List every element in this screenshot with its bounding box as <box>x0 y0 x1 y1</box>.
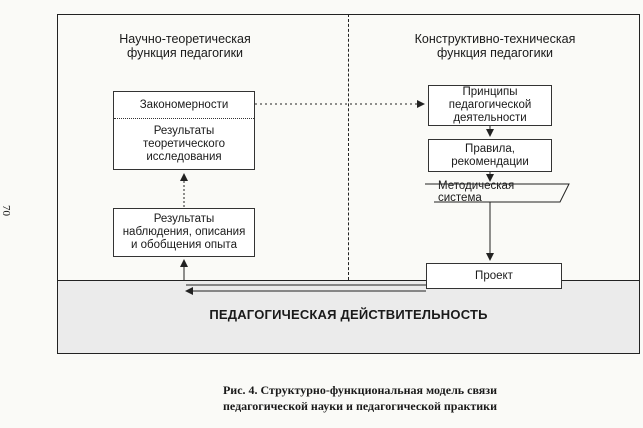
reality-label: ПЕДАГОГИЧЕСКАЯ ДЕЙСТВИТЕЛЬНОСТЬ <box>209 307 488 322</box>
figure-caption: Рис. 4. Структурно-функциональная модель… <box>222 383 498 413</box>
observation-results-box: Результаты наблюдения, описания и обобще… <box>113 208 255 257</box>
right-column-title: Конструктивно-техническая функция педаго… <box>414 32 576 60</box>
reality-band <box>57 280 640 354</box>
rules-box: Правила, рекомендации <box>428 139 552 172</box>
column-divider <box>348 14 349 280</box>
laws-box-label: Закономерности <box>139 98 229 111</box>
theory-results-label: Результаты теоретического исследования <box>142 125 226 163</box>
project-box: Проект <box>426 263 562 289</box>
laws-and-theory-box: Закономерности Результаты теоретического… <box>113 91 255 170</box>
method-system-shape <box>425 183 570 203</box>
left-column-title: Научно-теоретическая функция педагогики <box>119 32 251 60</box>
method-system-label: Методическая система <box>438 180 515 204</box>
principles-box: Принципы педагогической деятельности <box>428 85 552 126</box>
page-number: 70 <box>0 205 12 216</box>
